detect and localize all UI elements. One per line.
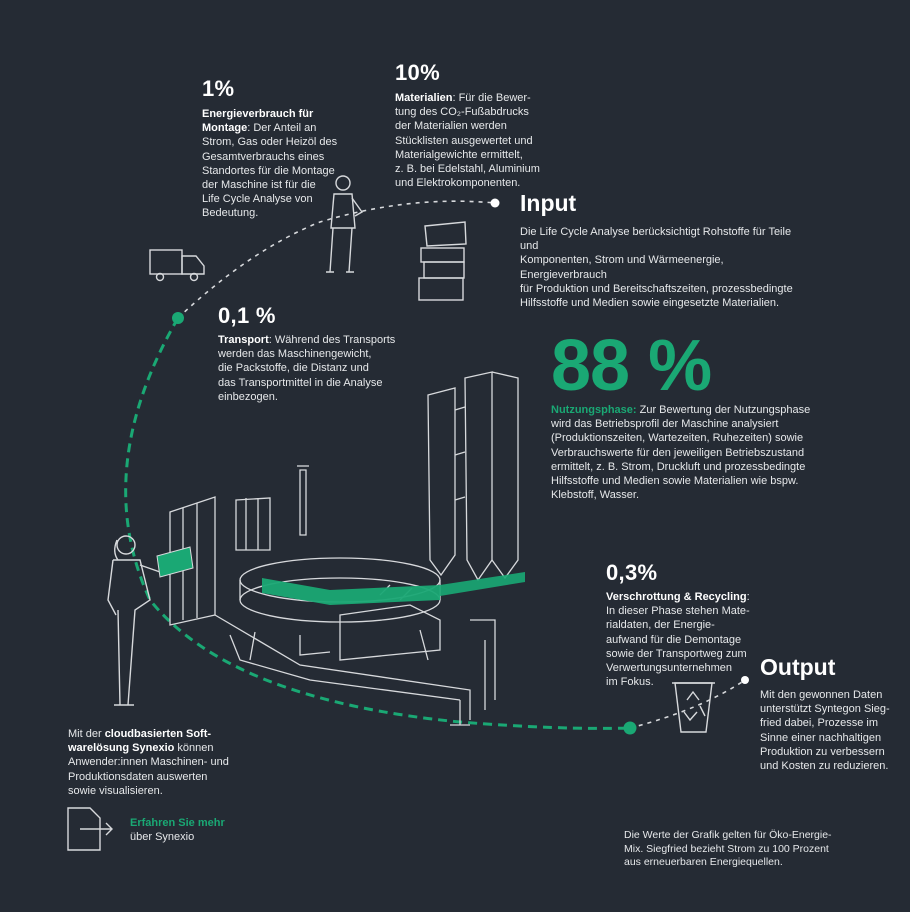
recycling-line-4: sowie der Transportweg zum	[606, 647, 747, 660]
recycling-line-5: Verwertungsunternehmen	[606, 662, 732, 675]
recycling-description: Verschrottung & Recycling: In dieser Pha…	[606, 590, 766, 689]
input-description: Die Life Cycle Analyse berücksichtigt Ro…	[520, 225, 810, 310]
energy-percent: 1%	[202, 76, 235, 101]
energy-line-4: Standortes für die Montage	[202, 164, 335, 177]
energy-line-3: Gesamtverbrauchs eines	[202, 150, 325, 163]
energy-line-2: Strom, Gas oder Heizöl des	[202, 136, 338, 149]
arc-node-input	[490, 198, 500, 208]
learn-more-sub: über Synexio	[130, 831, 195, 843]
footnote-line-1: Die Werte der Grafik gelten für Öko-Ener…	[624, 829, 832, 841]
arc-node-recycling	[623, 721, 637, 735]
transport-description: Transport: Während des Transports werden…	[218, 333, 398, 404]
usage-line-3: Verbrauchswerte für den jeweiligen Betri…	[551, 446, 805, 459]
usage-line-0: Zur Bewertung der Nutzungsphase	[636, 404, 811, 416]
input-line-2: Komponenten, Strom und Wärmeenergie, Ene…	[520, 254, 724, 281]
footnote-line-2: Mix. Siegfried bezieht Strom zu 100 Proz…	[624, 842, 829, 855]
material-boxes-icon	[418, 221, 467, 301]
materials-line-3: Stücklisten ausgewertet und	[395, 134, 533, 147]
materials-line-4: Materialgewichte ermittelt,	[395, 148, 523, 161]
truck-icon	[149, 249, 205, 282]
usage-percent: 88 %	[551, 326, 712, 406]
transport-line-0: : Während des Transports	[268, 334, 396, 346]
recycling-title: Verschrottung & Recycling	[606, 591, 747, 603]
conveyor-highlight	[262, 572, 525, 605]
lifecycle-arc-input	[177, 200, 496, 319]
arc-node-output	[741, 676, 749, 684]
usage-description: Nutzungsphase: Zur Bewertung der Nutzung…	[551, 403, 811, 502]
synexio-line-2: Produktionsdaten auswerten	[68, 770, 208, 783]
usage-line-4: ermittelt, z. B. Strom, Druckluft und pr…	[551, 460, 806, 473]
transport-line-2: die Packstoffe, die Distanz und	[218, 362, 369, 375]
materials-line-5: z. B. bei Edelstahl, Aluminium	[395, 163, 540, 176]
output-line-1: Mit den gewonnen Daten	[760, 689, 883, 701]
footnote-line-3: aus erneuerbaren Energiequellen.	[624, 856, 783, 869]
usage-line-6: Klebstoff, Wasser.	[551, 489, 640, 502]
recycling-line-3: aufwand für die Demontage	[606, 633, 742, 646]
input-line-1: Die Life Cycle Analyse berücksichtigt Ro…	[520, 226, 792, 253]
energy-line-1: : Der Anteil an	[247, 122, 317, 135]
output-line-6: und Kosten zu reduzieren.	[760, 760, 889, 773]
person-with-tablet-icon	[107, 535, 161, 706]
transport-line-4: einbezogen.	[218, 390, 278, 403]
output-line-2: unterstützt Syntegon Sieg-	[760, 703, 890, 716]
recycling-line-6: im Fokus.	[606, 676, 654, 689]
materials-title: Materialien	[395, 92, 453, 104]
packaging-machine-illustration	[169, 371, 519, 726]
energy-line-6: Life Cycle Analyse von	[202, 193, 313, 206]
usage-title: Nutzungsphase:	[551, 404, 637, 416]
materials-line-0: : Für die Bewer-	[452, 92, 531, 104]
recycling-bin-icon	[672, 682, 715, 733]
energy-title-1: Energieverbrauch für	[202, 108, 314, 120]
usage-line-5: Hilfsstoffe und Medien sowie Materialien…	[551, 475, 799, 488]
energy-description: Energieverbrauch für Montage: Der Anteil…	[202, 107, 362, 221]
synexio-line-3: sowie visualisieren.	[68, 784, 163, 797]
transport-title: Transport	[218, 334, 269, 346]
recycling-percent: 0,3%	[606, 560, 658, 585]
synexio-pre: Mit der	[68, 728, 105, 740]
output-heading: Output	[760, 654, 836, 680]
materials-description: Materialien: Für die Bewer- tung des CO₂…	[395, 91, 565, 190]
recycling-title-suffix: :	[746, 591, 750, 603]
synexio-line-1: Anwender:innen Maschinen- und	[68, 756, 229, 769]
learn-more-label: Erfahren Sie mehr	[130, 817, 225, 829]
energy-line-5: der Maschine ist für die	[202, 179, 316, 192]
energy-line-7: Bedeutung.	[202, 207, 259, 220]
synexio-bold-1: cloudbasierten Soft-	[104, 728, 212, 740]
input-line-3: für Produktion und Bereitschaftszeiten, …	[520, 282, 793, 295]
materials-percent: 10%	[395, 60, 440, 85]
output-line-3: fried dabei, Prozesse im	[760, 717, 878, 730]
output-line-4: Sinne einer nachhaltigen	[760, 731, 882, 744]
synexio-description: Mit der cloudbasierten Soft- warelösung …	[68, 727, 248, 798]
lifecycle-arc-usage	[124, 317, 631, 730]
tablet-icon	[156, 546, 194, 578]
recycling-line-2: rialdaten, der Energie-	[606, 619, 715, 632]
materials-line-2: der Materialien werden	[395, 120, 507, 133]
recycling-line-1: In dieser Phase stehen Mate-	[606, 605, 750, 618]
materials-line-1: tung des CO₂-Fußabdrucks	[395, 106, 529, 119]
output-line-5: Produktion zu verbessern	[760, 745, 885, 758]
transport-line-3: das Transportmittel in die Analyse	[218, 376, 383, 389]
materials-line-6: und Elektrokomponenten.	[395, 177, 521, 190]
learn-more-link[interactable]: Erfahren Sie mehr über Synexio	[130, 816, 225, 844]
transport-percent: 0,1 %	[218, 303, 276, 328]
footnote: Die Werte der Grafik gelten für Öko-Ener…	[624, 829, 854, 870]
usage-line-2: (Produktionszeiten, Wartezeiten, Ruhezei…	[551, 432, 804, 445]
input-line-4: Hilfsstoffe und Medien sowie eingesetzte…	[520, 297, 780, 310]
usage-line-1: wird das Betriebsprofil der Maschine ana…	[551, 418, 779, 431]
synexio-bold-2: warelösung Synexio	[68, 742, 175, 755]
arc-node-transport	[172, 312, 184, 324]
output-description: Mit den gewonnen Daten unterstützt Synte…	[760, 688, 900, 773]
document-arrow-icon	[67, 807, 113, 851]
synexio-post: können	[174, 742, 214, 755]
input-heading: Input	[520, 190, 577, 216]
transport-line-1: werden das Maschinengewicht,	[218, 348, 372, 361]
worker-icon	[326, 175, 364, 273]
energy-title-2: Montage	[202, 122, 248, 135]
